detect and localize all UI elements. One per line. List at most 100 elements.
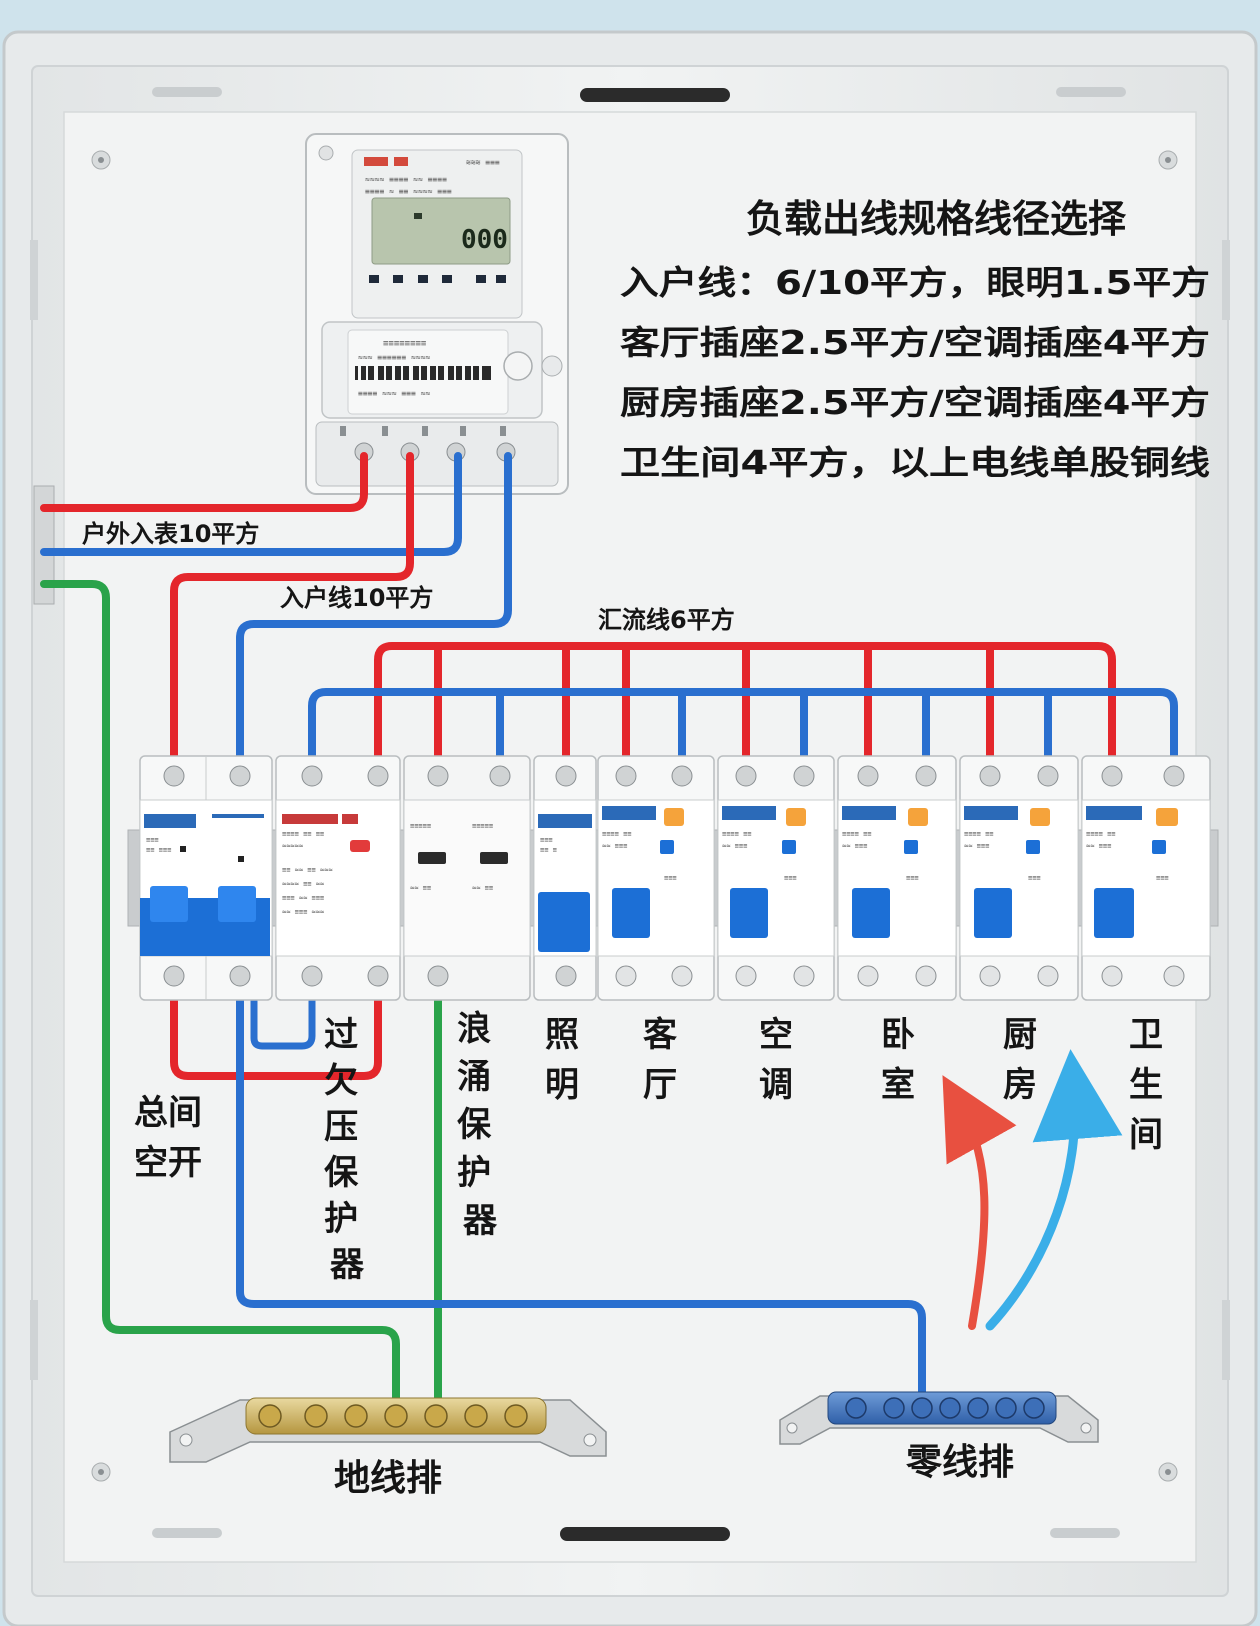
wire-service-live [170,452,414,780]
svg-text:≡≡≡≡ ≡≡: ≡≡≡≡ ≡≡ [964,830,994,838]
hinge-left-2 [30,1300,38,1380]
wire-neutral-to-bar [236,972,926,1410]
screw-bottom-right [1158,1462,1178,1482]
svg-text:≡≡≡≡ ≡≡: ≡≡≡≡ ≡≡ [842,830,872,838]
meter-dial-knob [503,351,533,381]
cable-entry-gland [33,485,55,605]
svg-text:≡≡≡: ≡≡≡ [1156,874,1169,882]
svg-text:≈≈ ≡≡≡: ≈≈ ≡≡≡ [602,842,627,850]
svg-text:≡≡≡: ≡≡≡ [664,874,677,882]
electric-meter: ≋≋≋ ≡≡≡ ≈≈≈≈ ≡≡≡≡ ≈≈ ≡≡≡≡ ≡≡≡≡ ≈ ≡≡ ≈≈≈≈… [305,133,569,495]
svg-text:≡≡≡≡≡: ≡≡≡≡≡ [410,822,431,830]
bottom-slot-left [152,1528,222,1538]
label-busbar-wire: 汇流线6平方 [598,606,735,634]
main-breaker: ≡≡≡ ≡≡ ≡≡≡ [139,755,273,1001]
svg-text:≈≈ ≡≡: ≈≈ ≡≡ [472,884,493,892]
kitchen-rcbo: ≡≡≡≡ ≡≡ ≈≈ ≡≡≡ ≡≡≡ [959,755,1079,1001]
wire-loop-live [170,972,382,1080]
svg-text:≡≡ ≡≡≡: ≡≡ ≡≡≡ [146,846,171,854]
bottom-slot-right [1050,1528,1120,1538]
svg-text:≡≡≡≡ ≡≡: ≡≡≡≡ ≡≡ [602,830,632,838]
meter-lcd [371,197,511,265]
bottom-slot-center [560,1527,730,1541]
aircon-rcbo: ≡≡≡≡ ≡≡ ≈≈ ≡≡≡ ≡≡≡ [717,755,835,1001]
svg-text:≈≈ ≡≡: ≈≈ ≡≡ [410,884,431,892]
voltage-protector: ≡≡≡≡ ≡≡ ≡≡ ≈≈≈≈≈ ≡≡ ≈≈ ≡≡ ≈≈≈ ≈≈≈≈ ≡≡ ≈≈… [275,755,401,1001]
svg-text:≈≈≈≈ ≡≡ ≈≈: ≈≈≈≈ ≡≡ ≈≈ [282,880,324,888]
label-aircon: 空调 [759,1015,793,1105]
label-living-room: 客厅 [643,1015,677,1105]
spec-line-1: 入户线：6/10平方，眼明1.5平方 [620,263,1210,302]
wire-ground-incoming [40,580,400,1422]
svg-text:≈≈≈≈ ≡≡≡≡ ≈≈ ≡≡≡≡: ≈≈≈≈ ≡≡≡≡ ≈≈ ≡≡≡≡ [365,175,447,184]
breaker-labels: 总间空开 过 欠 压 保 护 器 浪 涌 保 护 器 照明 客厅 空调 卧室 厨… [134,1009,1163,1285]
neutral-bar [779,1391,1099,1445]
spec-block: 负载出线规格线径选择 入户线：6/10平方，眼明1.5平方 客厅插座2.5平方/… [620,197,1210,482]
svg-text:≡≡ ≡: ≡≡ ≡ [540,846,557,854]
kitchen-rcbo-lever[interactable] [974,888,1012,938]
wire-incoming-live [40,452,368,512]
wire-incoming-neutral [40,452,462,556]
spec-line-4: 卫生间4平方，以上电线单股铜线 [620,443,1210,482]
svg-text:≡≡≡: ≡≡≡ [784,874,797,882]
svg-text:≡≡≡: ≡≡≡ [906,874,919,882]
screw-top-left [91,150,111,170]
living-room-rcbo: ≡≡≡≡ ≡≡ ≈≈ ≡≡≡ ≡≡≡ [597,755,715,1001]
hinge-right-2 [1222,1300,1230,1380]
svg-text:≋≋≋ ≡≡≡: ≋≋≋ ≡≡≡ [466,158,500,167]
spec-line-3: 厨房插座2.5平方/空调插座4平方 [620,383,1210,422]
meter-display-value: 000 [461,225,508,255]
breaker-row: ≡≡≡ ≡≡ ≡≡≡ ≡≡≡≡ ≡≡ ≡≡ ≈≈≈≈≈ ≡≡ ≈≈ ≡≡ ≈≈≈… [139,755,1211,1001]
svg-text:≡≡≡ ≈≈ ≡≡≡: ≡≡≡ ≈≈ ≡≡≡ [282,894,324,902]
voltage-protector-reset-button[interactable] [350,840,370,852]
spec-title: 负载出线规格线径选择 [746,197,1127,241]
wire-loop-neutral [250,972,316,1050]
label-surge-protector: 浪 涌 保 护 器 [457,1009,503,1241]
busbar-neutral [308,688,1178,780]
svg-text:≈≈≈ ≡≡≡≡≡≡ ≈≈≈≈: ≈≈≈ ≡≡≡≡≡≡ ≈≈≈≈ [358,353,430,362]
svg-text:≡≡≡≡ ≡≡: ≡≡≡≡ ≡≡ [1086,830,1116,838]
label-service-wire: 入户线10平方 [280,584,433,612]
meter-barcode [355,366,491,380]
svg-text:≡≡≡≡ ≡≡: ≡≡≡≡ ≡≡ [722,830,752,838]
label-lighting: 照明 [545,1015,579,1105]
wire-service-neutral [236,452,512,780]
surge-protector: ≡≡≡≡≡ ≡≡≡≡≡ ≈≈ ≡≡ ≈≈ ≡≡ [403,755,531,1001]
bathroom-rcbo-lever[interactable] [1094,888,1134,938]
ground-bar [169,1397,607,1463]
meter-indicator-row [369,275,506,283]
label-main-breaker: 总间空开 [134,1093,202,1183]
hinge-right-1 [1222,240,1230,320]
svg-text:≡≡≡≡ ≈ ≡≡ ≈≈≈≈ ≡≡≡: ≡≡≡≡ ≈ ≡≡ ≈≈≈≈ ≡≡≡ [365,187,452,196]
svg-text:≡≡≡: ≡≡≡ [146,836,159,844]
bedroom-rcbo-lever[interactable] [852,888,890,938]
svg-text:≈≈ ≡≡≡: ≈≈ ≡≡≡ [722,842,747,850]
top-slot-center [580,88,730,102]
svg-text:≡≡≡: ≡≡≡ [540,836,553,844]
arrow-blue [985,1049,1123,1331]
svg-text:≡≡≡: ≡≡≡ [1028,874,1041,882]
wiring [40,452,1178,1422]
label-outdoor-meter-wire: 户外入表10平方 [82,520,259,548]
lighting-breaker-lever[interactable] [538,892,590,952]
svg-text:≡≡≡≡ ≡≡ ≡≡: ≡≡≡≡ ≡≡ ≡≡ [282,830,324,838]
screw-top-right [1158,150,1178,170]
aircon-rcbo-lever[interactable] [730,888,768,938]
living-room-rcbo-lever[interactable] [612,888,650,938]
label-neutral-bar: 零线排 [906,1442,1014,1483]
svg-text:≡≡ ≈≈ ≡≡ ≈≈≈: ≡≡ ≈≈ ≡≡ ≈≈≈ [282,866,333,874]
label-voltage-protector: 过 欠 压 保 护 器 [324,1015,370,1285]
svg-text:≡≡≡≡≡: ≡≡≡≡≡ [472,822,493,830]
svg-text:≡≡≡≡ ≈≈≈ ≡≡≡ ≈≈: ≡≡≡≡ ≈≈≈ ≡≡≡ ≈≈ [358,389,430,398]
svg-text:≈≈ ≡≡≡: ≈≈ ≡≡≡ [1086,842,1111,850]
top-slot-left [152,87,222,97]
label-kitchen: 厨房 [1003,1015,1037,1105]
screw-bottom-left [91,1462,111,1482]
svg-text:≈≈ ≡≡≡: ≈≈ ≡≡≡ [842,842,867,850]
lighting-breaker: ≡≡≡ ≡≡ ≡ [533,755,597,1001]
bedroom-rcbo: ≡≡≡≡ ≡≡ ≈≈ ≡≡≡ ≡≡≡ [837,755,957,1001]
hinge-left-1 [30,240,38,320]
spec-line-2: 客厅插座2.5平方/空调插座4平方 [620,323,1210,362]
svg-text:≈≈≈≈≈: ≈≈≈≈≈ [282,842,303,850]
